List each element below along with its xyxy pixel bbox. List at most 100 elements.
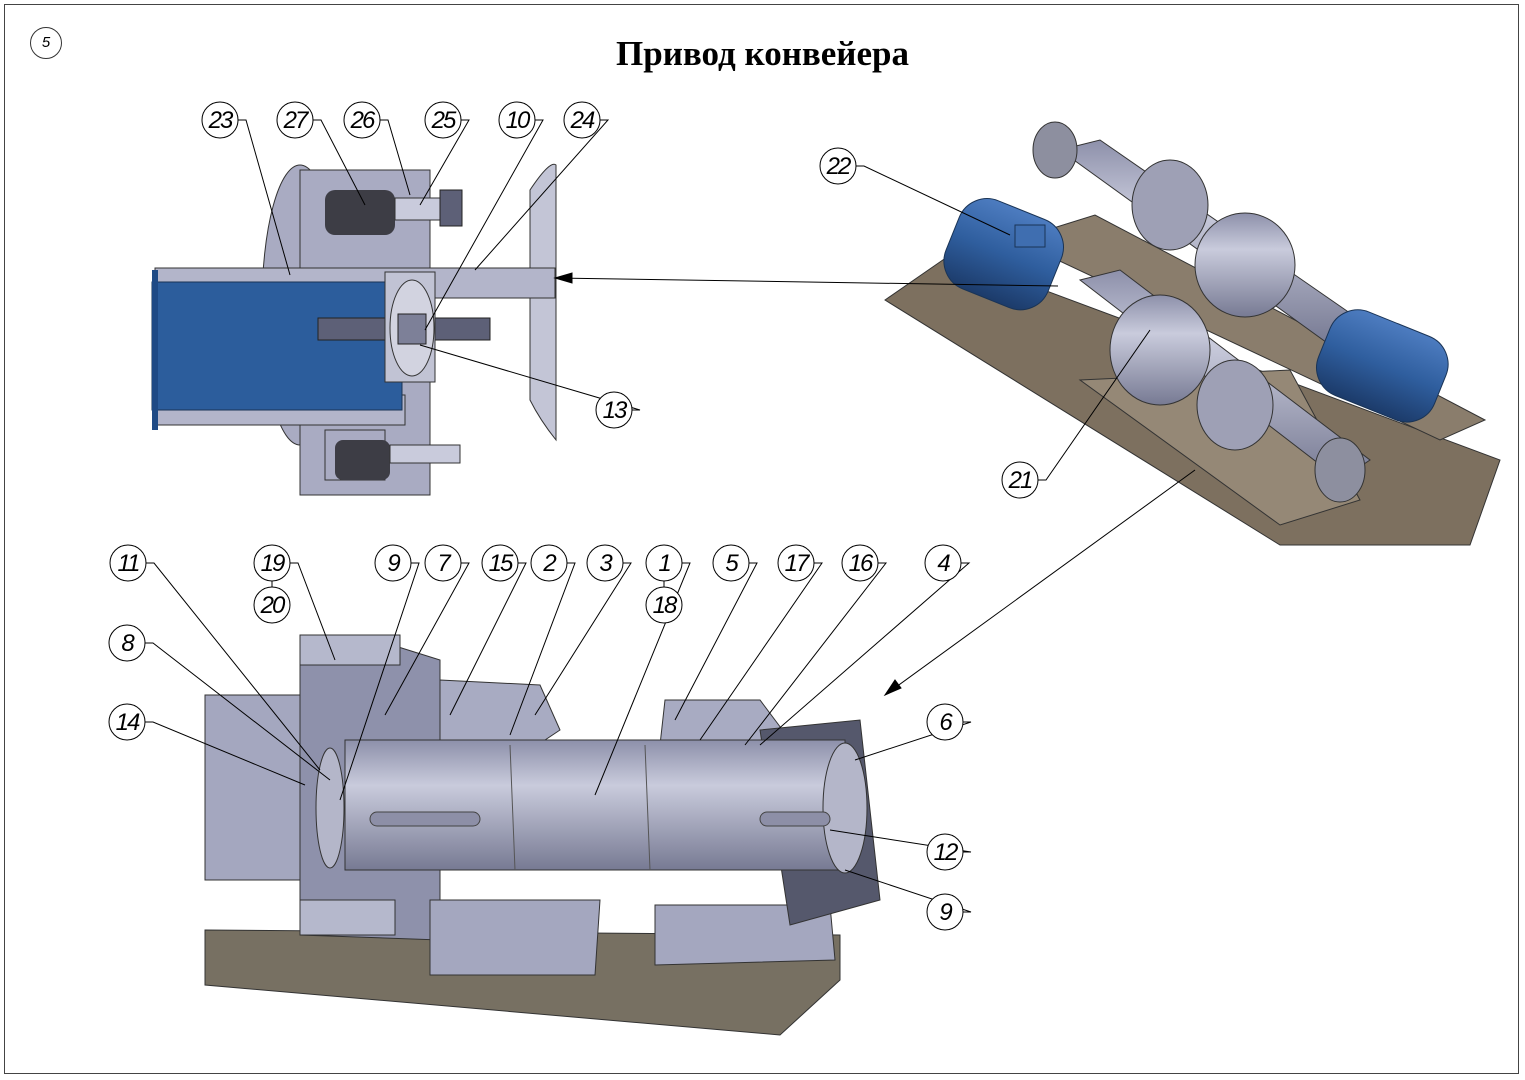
callout-number: 18	[653, 592, 678, 619]
callout-balloon: 13	[419, 344, 641, 429]
callout-balloon: 5	[674, 544, 758, 721]
callout-number: 4	[937, 550, 950, 577]
leader-line	[313, 119, 366, 206]
leader-line	[419, 344, 641, 411]
upper-shaft	[1032, 121, 1361, 346]
overview-assembly	[884, 121, 1501, 546]
leader-line	[829, 829, 972, 853]
callout-balloon: 3	[534, 544, 632, 716]
balloon-circle	[819, 147, 857, 185]
leader-line	[854, 721, 972, 761]
leader-line	[424, 119, 544, 331]
callout-number: 26	[350, 107, 376, 134]
balloon-circle	[926, 833, 964, 871]
balloon-circle	[563, 101, 601, 139]
callout-balloon: 16	[744, 544, 888, 746]
balloon-circle	[586, 544, 624, 582]
balloon-circle	[481, 544, 519, 582]
callout-balloon: 4	[759, 544, 971, 746]
leader-line	[290, 562, 336, 661]
callout-balloon: 9	[844, 869, 972, 931]
section-view-shaft-assembly	[204, 634, 881, 1036]
leader-line	[509, 562, 576, 736]
callout-balloon: 19	[253, 544, 336, 661]
balloon-circle	[924, 544, 962, 582]
callout-balloon: 15	[449, 544, 527, 716]
callout-balloon: 26	[343, 101, 411, 196]
leader-line	[856, 165, 1011, 236]
callout-balloon: 10	[424, 101, 544, 331]
drawing-title: Привод конвейера	[616, 34, 909, 73]
spring-pack-bottom	[324, 429, 461, 481]
callout-number: 10	[506, 107, 531, 134]
leader-line	[699, 562, 823, 741]
balloon-circle	[108, 624, 146, 662]
balloon-circle	[1001, 461, 1039, 499]
callout-balloon: 11	[109, 544, 321, 771]
balloon-circle	[276, 101, 314, 139]
balloon-circle	[777, 544, 815, 582]
leader-line	[145, 721, 306, 786]
leader-line	[534, 562, 632, 716]
callout-number: 9	[387, 550, 400, 577]
callout-balloon: 27	[276, 101, 366, 206]
callout-balloon: 1	[594, 544, 691, 796]
callout-number: 11	[118, 550, 140, 577]
leader-line	[759, 562, 971, 746]
balloon-circle	[712, 544, 750, 582]
leader-line	[744, 562, 888, 746]
callout-number: 24	[570, 107, 595, 134]
balloon-circle	[108, 703, 146, 741]
balloon-circle	[530, 544, 568, 582]
view-arrows	[553, 272, 1196, 697]
leader-line	[380, 119, 411, 196]
callout-balloon: 20	[253, 581, 291, 624]
callout-balloon: 8	[108, 624, 331, 781]
drawing-frame	[4, 4, 1519, 1074]
callout-number: 21	[1008, 467, 1032, 494]
callout-number: 16	[849, 550, 874, 577]
callout-number: 13	[603, 397, 628, 424]
callout-number: 25	[431, 107, 457, 134]
balloon-circle	[424, 544, 462, 582]
callout-number: 27	[283, 107, 310, 134]
leader-line	[674, 562, 758, 721]
callout-balloon: 21	[1001, 329, 1151, 499]
callout-balloon: 18	[645, 581, 683, 624]
balloon-circle	[595, 391, 633, 429]
lower-shaft	[1078, 269, 1371, 503]
callout-number: 12	[934, 839, 958, 866]
callout-number: 2	[542, 550, 556, 577]
balloon-circle	[424, 101, 462, 139]
balloon-circle	[343, 101, 381, 139]
callout-balloon: 25	[419, 101, 470, 206]
callout-number: 9	[939, 899, 952, 926]
leader-line	[1038, 329, 1151, 481]
motor-right	[1316, 309, 1449, 423]
leader-line	[339, 562, 420, 801]
balloon-circle	[841, 544, 879, 582]
balloon-circle	[109, 544, 147, 582]
leader-line	[419, 119, 470, 206]
balloon-circle	[498, 101, 536, 139]
leader-line	[145, 642, 331, 781]
callout-balloon: 12	[829, 829, 972, 871]
callout-balloon: 9	[339, 544, 420, 801]
balloon-circle	[374, 544, 412, 582]
balloon-circle	[645, 586, 683, 624]
spring-pack-top	[325, 189, 463, 235]
callout-number: 22	[826, 153, 851, 180]
callout-number: 19	[261, 550, 285, 577]
callout-balloon: 14	[108, 703, 306, 786]
callout-number: 14	[116, 709, 140, 736]
leader-line	[384, 562, 470, 716]
balloon-circle	[926, 703, 964, 741]
detail-view-coupling	[151, 163, 557, 496]
callout-balloon: 17	[699, 544, 823, 741]
leader-line	[474, 119, 610, 271]
balloon-circle	[201, 101, 239, 139]
callout-balloon: 7	[384, 544, 470, 716]
callout-balloon: 2	[509, 544, 576, 736]
